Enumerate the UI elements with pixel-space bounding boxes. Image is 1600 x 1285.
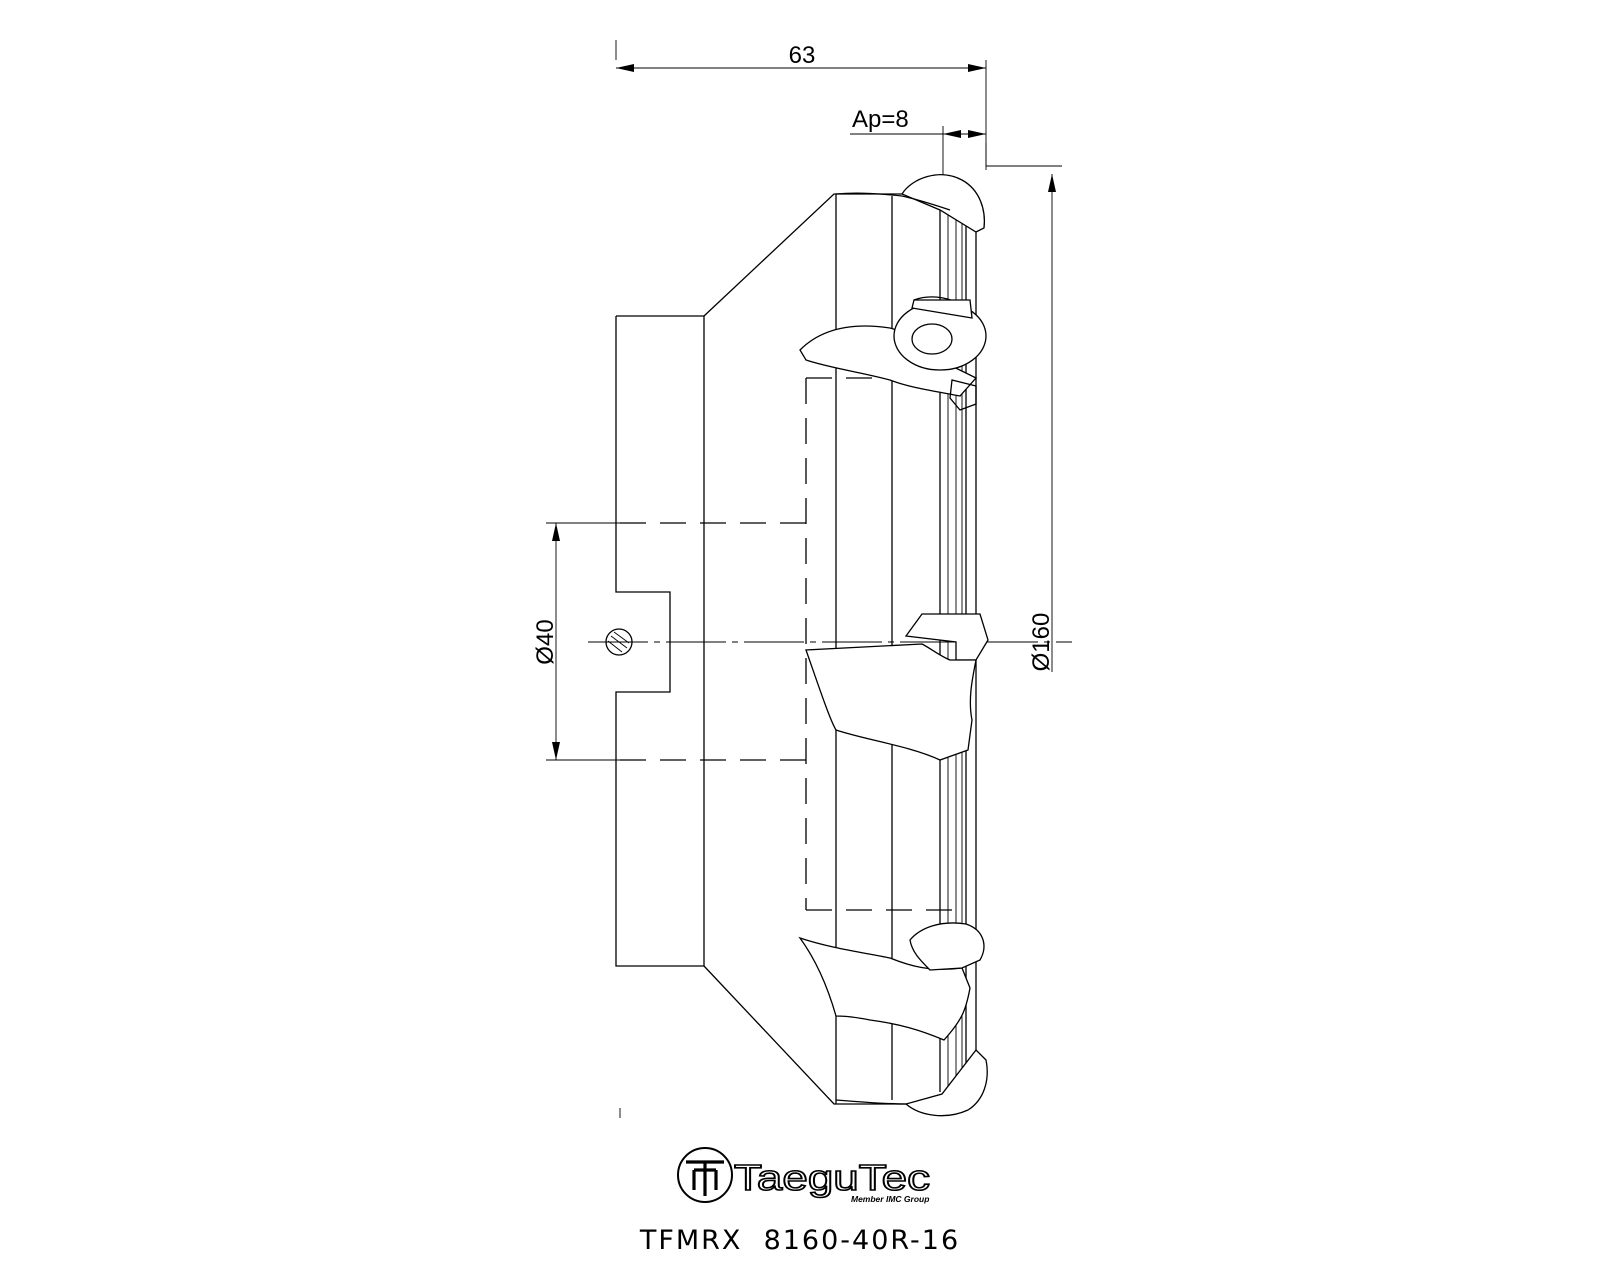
logo-tagline-text: Member IMC Group [851,1194,929,1204]
keyway-hole-icon [605,628,633,656]
taegutec-logo: TaeguTec Member IMC Group [677,1147,931,1204]
logo-brand-text: TaeguTec [734,1157,930,1198]
model-designation: TFMRX 8160-40R-16 [639,1225,960,1256]
dimension-cutter-diameter: Ø160 [985,143,1062,672]
cutter-head [798,174,989,1117]
dimension-label-63: 63 [789,42,816,69]
bore-hidden-lines [620,377,960,911]
dimension-overall-length: 63 [615,40,987,170]
dimension-label-d40: Ø40 [532,619,559,664]
dimension-label-ap: Ap=8 [852,106,909,133]
dimension-bore-diameter: Ø40 [532,522,620,761]
dimension-depth-of-cut: Ap=8 [850,106,986,175]
